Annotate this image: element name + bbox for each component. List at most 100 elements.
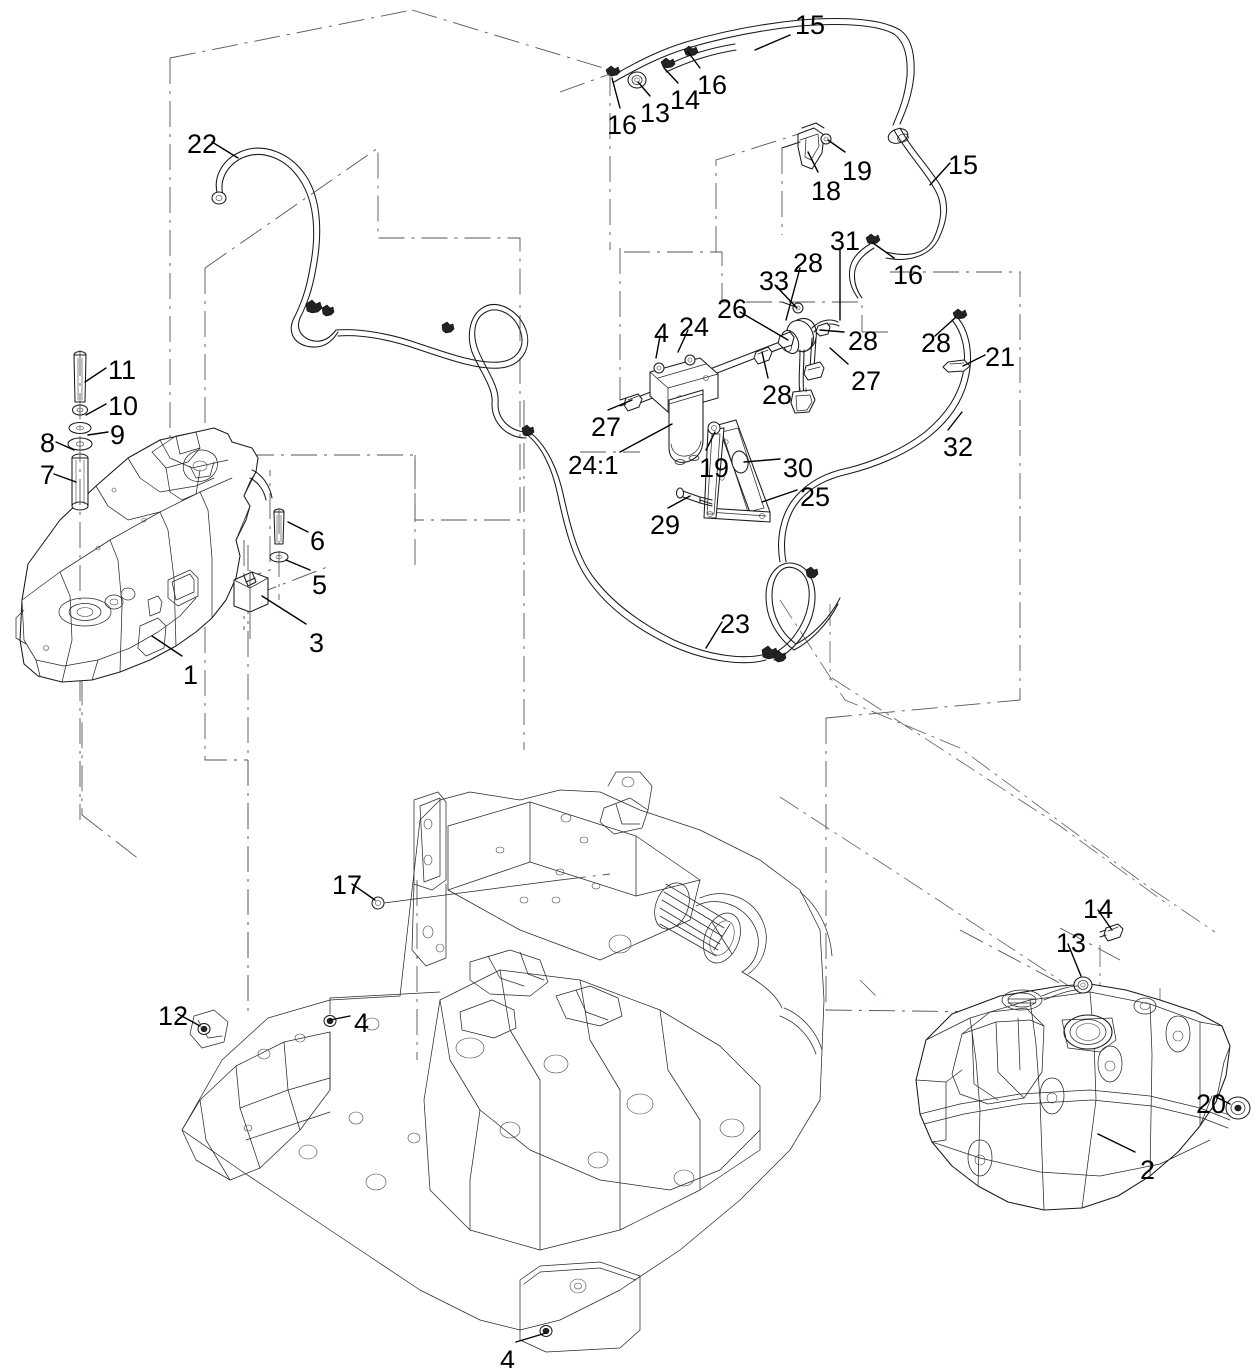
- leader-line-6: [287, 521, 309, 533]
- leader-line-17: [351, 883, 376, 901]
- leader-line-16: [687, 51, 701, 69]
- leader-line-15: [929, 162, 951, 186]
- callout-5: 5: [312, 570, 328, 600]
- fuel-pump-assembly: [619, 301, 840, 414]
- callout-15: 15: [795, 10, 826, 40]
- leader-line-24-1: [619, 423, 673, 453]
- callout-11: 11: [108, 355, 137, 385]
- callout-13: 13: [640, 98, 671, 128]
- callout-14: 14: [670, 85, 701, 115]
- callout-23: 23: [720, 609, 751, 639]
- left-fuel-tank: [15, 427, 273, 683]
- chassis-fasteners: [197, 873, 611, 1338]
- leader-line-19: [705, 431, 716, 451]
- leader-line-30: [743, 458, 781, 463]
- callout-28: 28: [921, 328, 952, 358]
- leader-line-4: [329, 1015, 351, 1021]
- fuel-filter-assembly: [649, 354, 719, 465]
- leader-line-16: [872, 242, 895, 259]
- leader-line-27: [607, 399, 633, 411]
- leader-line-22: [211, 141, 239, 159]
- callout-16: 16: [893, 260, 924, 290]
- leader-line-29: [667, 495, 691, 509]
- leader-line-27: [829, 347, 849, 365]
- callout-32: 32: [943, 432, 974, 462]
- callout-17: 17: [332, 870, 363, 900]
- leader-line-26: [739, 311, 789, 341]
- callout-4: 4: [654, 318, 670, 348]
- fuel-hose-23: [525, 433, 841, 664]
- callout-22: 22: [187, 129, 218, 159]
- callout-30: 30: [783, 453, 814, 483]
- callout-15: 15: [948, 150, 979, 180]
- callout-10: 10: [108, 391, 139, 421]
- fuel-line-15: [559, 18, 948, 260]
- callout-27: 27: [851, 366, 882, 396]
- leader-line-15: [754, 34, 791, 51]
- hardware-clamp-right: [233, 508, 289, 640]
- callout-18: 18: [811, 176, 842, 206]
- callout-16: 16: [607, 110, 638, 140]
- callout-25: 25: [800, 482, 831, 512]
- hardware-stack-left: [67, 350, 93, 600]
- right-fuel-tank: [915, 923, 1251, 1211]
- callout-19: 19: [699, 453, 730, 483]
- callout-24: 24: [679, 312, 710, 342]
- leader-line-7: [53, 473, 77, 483]
- leader-line-8: [55, 441, 75, 451]
- leader-line-21: [962, 354, 986, 367]
- hose-16-right: [848, 233, 881, 299]
- leader-line-32: [947, 411, 963, 431]
- callout-leader-lines: [53, 34, 1231, 1343]
- callout-19: 19: [842, 156, 873, 186]
- callout-12: 12: [158, 1001, 189, 1031]
- sensor-bracket-18: [781, 122, 832, 235]
- callout-14: 14: [1083, 894, 1114, 924]
- leader-line-13: [1067, 943, 1082, 977]
- callout-7: 7: [40, 460, 56, 490]
- leader-line-19: [827, 139, 846, 153]
- leader-line-33: [774, 284, 798, 309]
- leader-line-3: [261, 595, 307, 625]
- callout-4: 4: [500, 1345, 516, 1368]
- callout-1: 1: [183, 660, 199, 690]
- leader-line-25: [761, 489, 798, 503]
- leader-line-5: [285, 559, 311, 571]
- callout-29: 29: [650, 510, 681, 540]
- leader-line-28: [819, 329, 845, 333]
- callout-8: 8: [40, 428, 56, 458]
- callout-21: 21: [985, 342, 1016, 372]
- leader-line-11: [84, 367, 107, 383]
- callout-13: 13: [1056, 928, 1087, 958]
- leader-line-24: [677, 329, 689, 353]
- callout-6: 6: [310, 526, 326, 556]
- callout-26: 26: [717, 294, 748, 324]
- leader-line-14: [663, 67, 679, 84]
- chassis-engine-assembly: [181, 771, 833, 1353]
- leader-line-2: [1097, 1133, 1136, 1153]
- fuel-hose-22: [211, 147, 535, 439]
- callout-33: 33: [759, 266, 790, 296]
- callout-4: 4: [354, 1008, 370, 1038]
- callout-31: 31: [830, 226, 861, 256]
- hose-32: [778, 308, 971, 563]
- callout-20: 20: [1196, 1089, 1227, 1119]
- leader-line-4: [515, 1332, 547, 1343]
- leader-line-23: [705, 621, 723, 649]
- callout-28: 28: [793, 248, 824, 278]
- callout-28: 28: [848, 326, 879, 356]
- leader-line-13: [637, 81, 651, 97]
- callout-28: 28: [762, 380, 793, 410]
- leader-line-20: [1213, 1095, 1231, 1105]
- leader-line-14: [1097, 909, 1113, 931]
- leader-line-4: [655, 335, 661, 359]
- leader-line-16: [611, 77, 621, 109]
- callout-27: 27: [591, 412, 622, 442]
- leader-line-12: [177, 1013, 201, 1027]
- callout-16: 16: [697, 70, 728, 100]
- callout-2: 2: [1140, 1155, 1156, 1185]
- callout-9: 9: [110, 420, 126, 450]
- leader-line-9: [87, 431, 109, 436]
